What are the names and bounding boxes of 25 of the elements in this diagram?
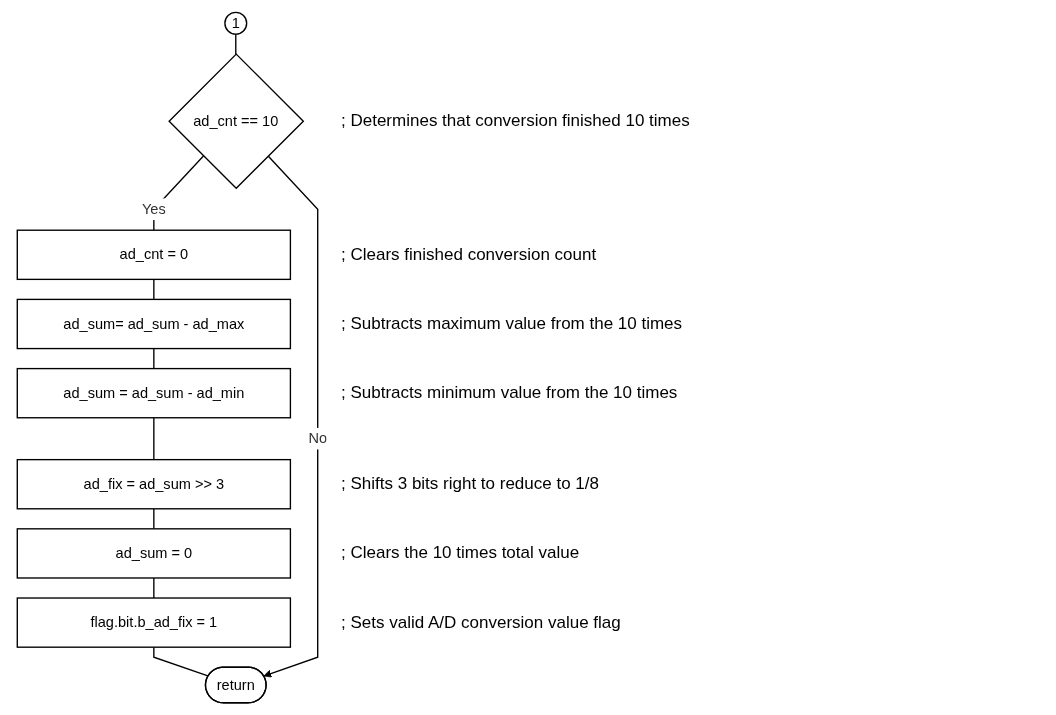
node-circle: 1 <box>224 11 248 35</box>
node-box: ad_sum = 0 <box>16 528 292 579</box>
edge-label: Yes <box>141 201 166 217</box>
connector <box>153 278 155 301</box>
node-diamond: ad_cnt == 10 <box>168 53 305 190</box>
node-box: ad_fix = ad_sum >> 3 <box>16 458 292 510</box>
node-box: ad_sum = ad_sum - ad_min <box>16 367 292 419</box>
comment-text: ; Clears the 10 times total value <box>341 543 580 564</box>
comment-text: ; Clears finished conversion count <box>341 244 597 265</box>
arrow <box>263 155 319 678</box>
connector <box>153 417 155 461</box>
connector <box>153 347 155 370</box>
node-box: ad_sum= ad_sum - ad_max <box>16 298 292 350</box>
comment-text: ; Determines that conversion finished 10 times <box>341 111 690 132</box>
connector <box>235 33 237 55</box>
node-box: ad_cnt = 0 <box>16 229 292 281</box>
connector <box>153 577 155 599</box>
comment-text: ; Shifts 3 bits right to reduce to 1/8 <box>341 474 599 495</box>
edge-label: No <box>308 430 328 446</box>
comment-text: ; Sets valid A/D conversion value flag <box>341 612 621 633</box>
node-box: flag.bit.b_ad_fix = 1 <box>16 597 292 648</box>
connector <box>153 155 205 231</box>
comment-text: ; Subtracts maximum value from the 10 times <box>341 314 683 334</box>
connector <box>153 508 155 530</box>
comment-text: ; Subtracts minimum value from the 10 times <box>341 383 678 404</box>
